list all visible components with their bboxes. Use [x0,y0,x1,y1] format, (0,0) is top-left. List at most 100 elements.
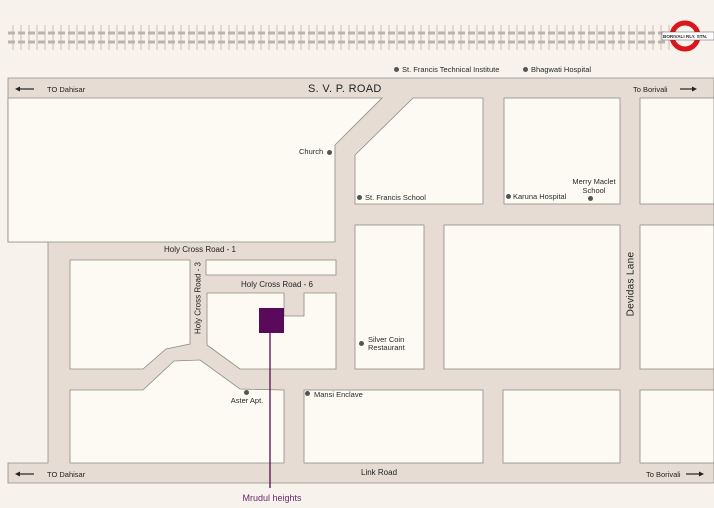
rail-segment [148,40,155,44]
mrudul-heights-label: Mrudul heights [242,493,302,503]
rail-segment [348,31,355,35]
rail-segment [218,31,225,35]
rail-segment [558,31,565,35]
landmark-st-francis-tech: St. Francis Technical Institute [402,65,500,74]
landmark-mansi: Mansi Enclave [314,390,363,399]
rail-segment [608,40,615,44]
rail-segment [548,31,555,35]
rail-segment [448,40,455,44]
rail-segment [508,40,515,44]
block-top-left [7,97,383,243]
rail-segment [298,40,305,44]
rail-segment [458,40,465,44]
railway-track [8,25,670,50]
right-arrow-icon [686,471,704,477]
rail-segment [498,31,505,35]
rail-segment [108,31,115,35]
location-dot-icon [506,194,511,199]
rail-segment [488,40,495,44]
block-south-middle [502,389,621,464]
rail-segment [58,31,65,35]
rail-segment [58,40,65,44]
rail-segment [18,31,25,35]
rail-segment [298,31,305,35]
rail-segment [188,40,195,44]
landmark-silver-coin-line1: Silver Coin [368,335,405,344]
rail-segment [208,31,215,35]
rail-segment [138,31,145,35]
rail-segment [118,31,125,35]
holy-cross-road-1-label: Holy Cross Road - 1 [163,245,237,254]
location-dot-icon [244,390,249,395]
rail-segment [228,31,235,35]
rail-segment [418,40,425,44]
rail-segment [178,31,185,35]
rail-segment [28,31,35,35]
block-hcr-strip [205,259,337,276]
landmark-st-francis-school: St. Francis School [365,193,426,202]
rail-segment [208,40,215,44]
rail-segment [468,31,475,35]
rail-segment [448,31,455,35]
station-label: BORIVALI RLY. STN. [663,34,708,39]
rail-segment [308,40,315,44]
rail-segment [628,40,635,44]
rail-segment [408,31,415,35]
location-dot-icon [523,67,528,72]
landmark-karuna: Karuna Hospital [513,192,567,201]
location-dot-icon [357,195,362,200]
rail-segment [528,31,535,35]
rail-segment [368,31,375,35]
rail-segment [628,31,635,35]
rail-segment [518,31,525,35]
rail-segment [658,40,665,44]
rail-segment [218,40,225,44]
landmark-aster: Aster Apt. [230,396,264,405]
rail-segment [618,40,625,44]
mrudul-heights-marker[interactable] [259,308,284,333]
rail-segment [48,40,55,44]
rail-segment [518,40,525,44]
rail-segment [188,31,195,35]
rail-segment [528,40,535,44]
rail-segment [158,31,165,35]
rail-segment [248,31,255,35]
rail-segment [288,31,295,35]
link-road-label: Link Road [361,468,398,477]
left-arrow-icon [15,471,34,477]
rail-segment [648,40,655,44]
rail-segment [538,31,545,35]
rail-segment [268,31,275,35]
rail-segment [368,40,375,44]
rail-segment [108,40,115,44]
rail-segment [658,31,665,35]
rail-segment [308,31,315,35]
rail-segment [358,40,365,44]
location-dot-icon [394,67,399,72]
block-mid-right [639,224,714,370]
rail-segment [278,40,285,44]
rail-segment [478,31,485,35]
svp-road-label: S. V. P. ROAD [308,83,382,95]
station-logo [661,20,714,52]
block-silver-coin [354,224,425,370]
rail-segment [418,31,425,35]
rail-segment [508,31,515,35]
rail-segment [378,31,385,35]
block-middle [443,224,621,370]
rail-segment [258,40,265,44]
to-borivali-bottom: To Borivali [646,470,681,479]
rail-segment [258,31,265,35]
rail-segment [548,40,555,44]
rail-segment [328,40,335,44]
rail-segment [588,31,595,35]
rail-segment [348,40,355,44]
rail-segment [138,40,145,44]
rail-segment [168,40,175,44]
rail-segment [128,31,135,35]
rail-segment [268,40,275,44]
rail-segment [568,40,575,44]
rail-segment [78,40,85,44]
rail-segment [98,40,105,44]
